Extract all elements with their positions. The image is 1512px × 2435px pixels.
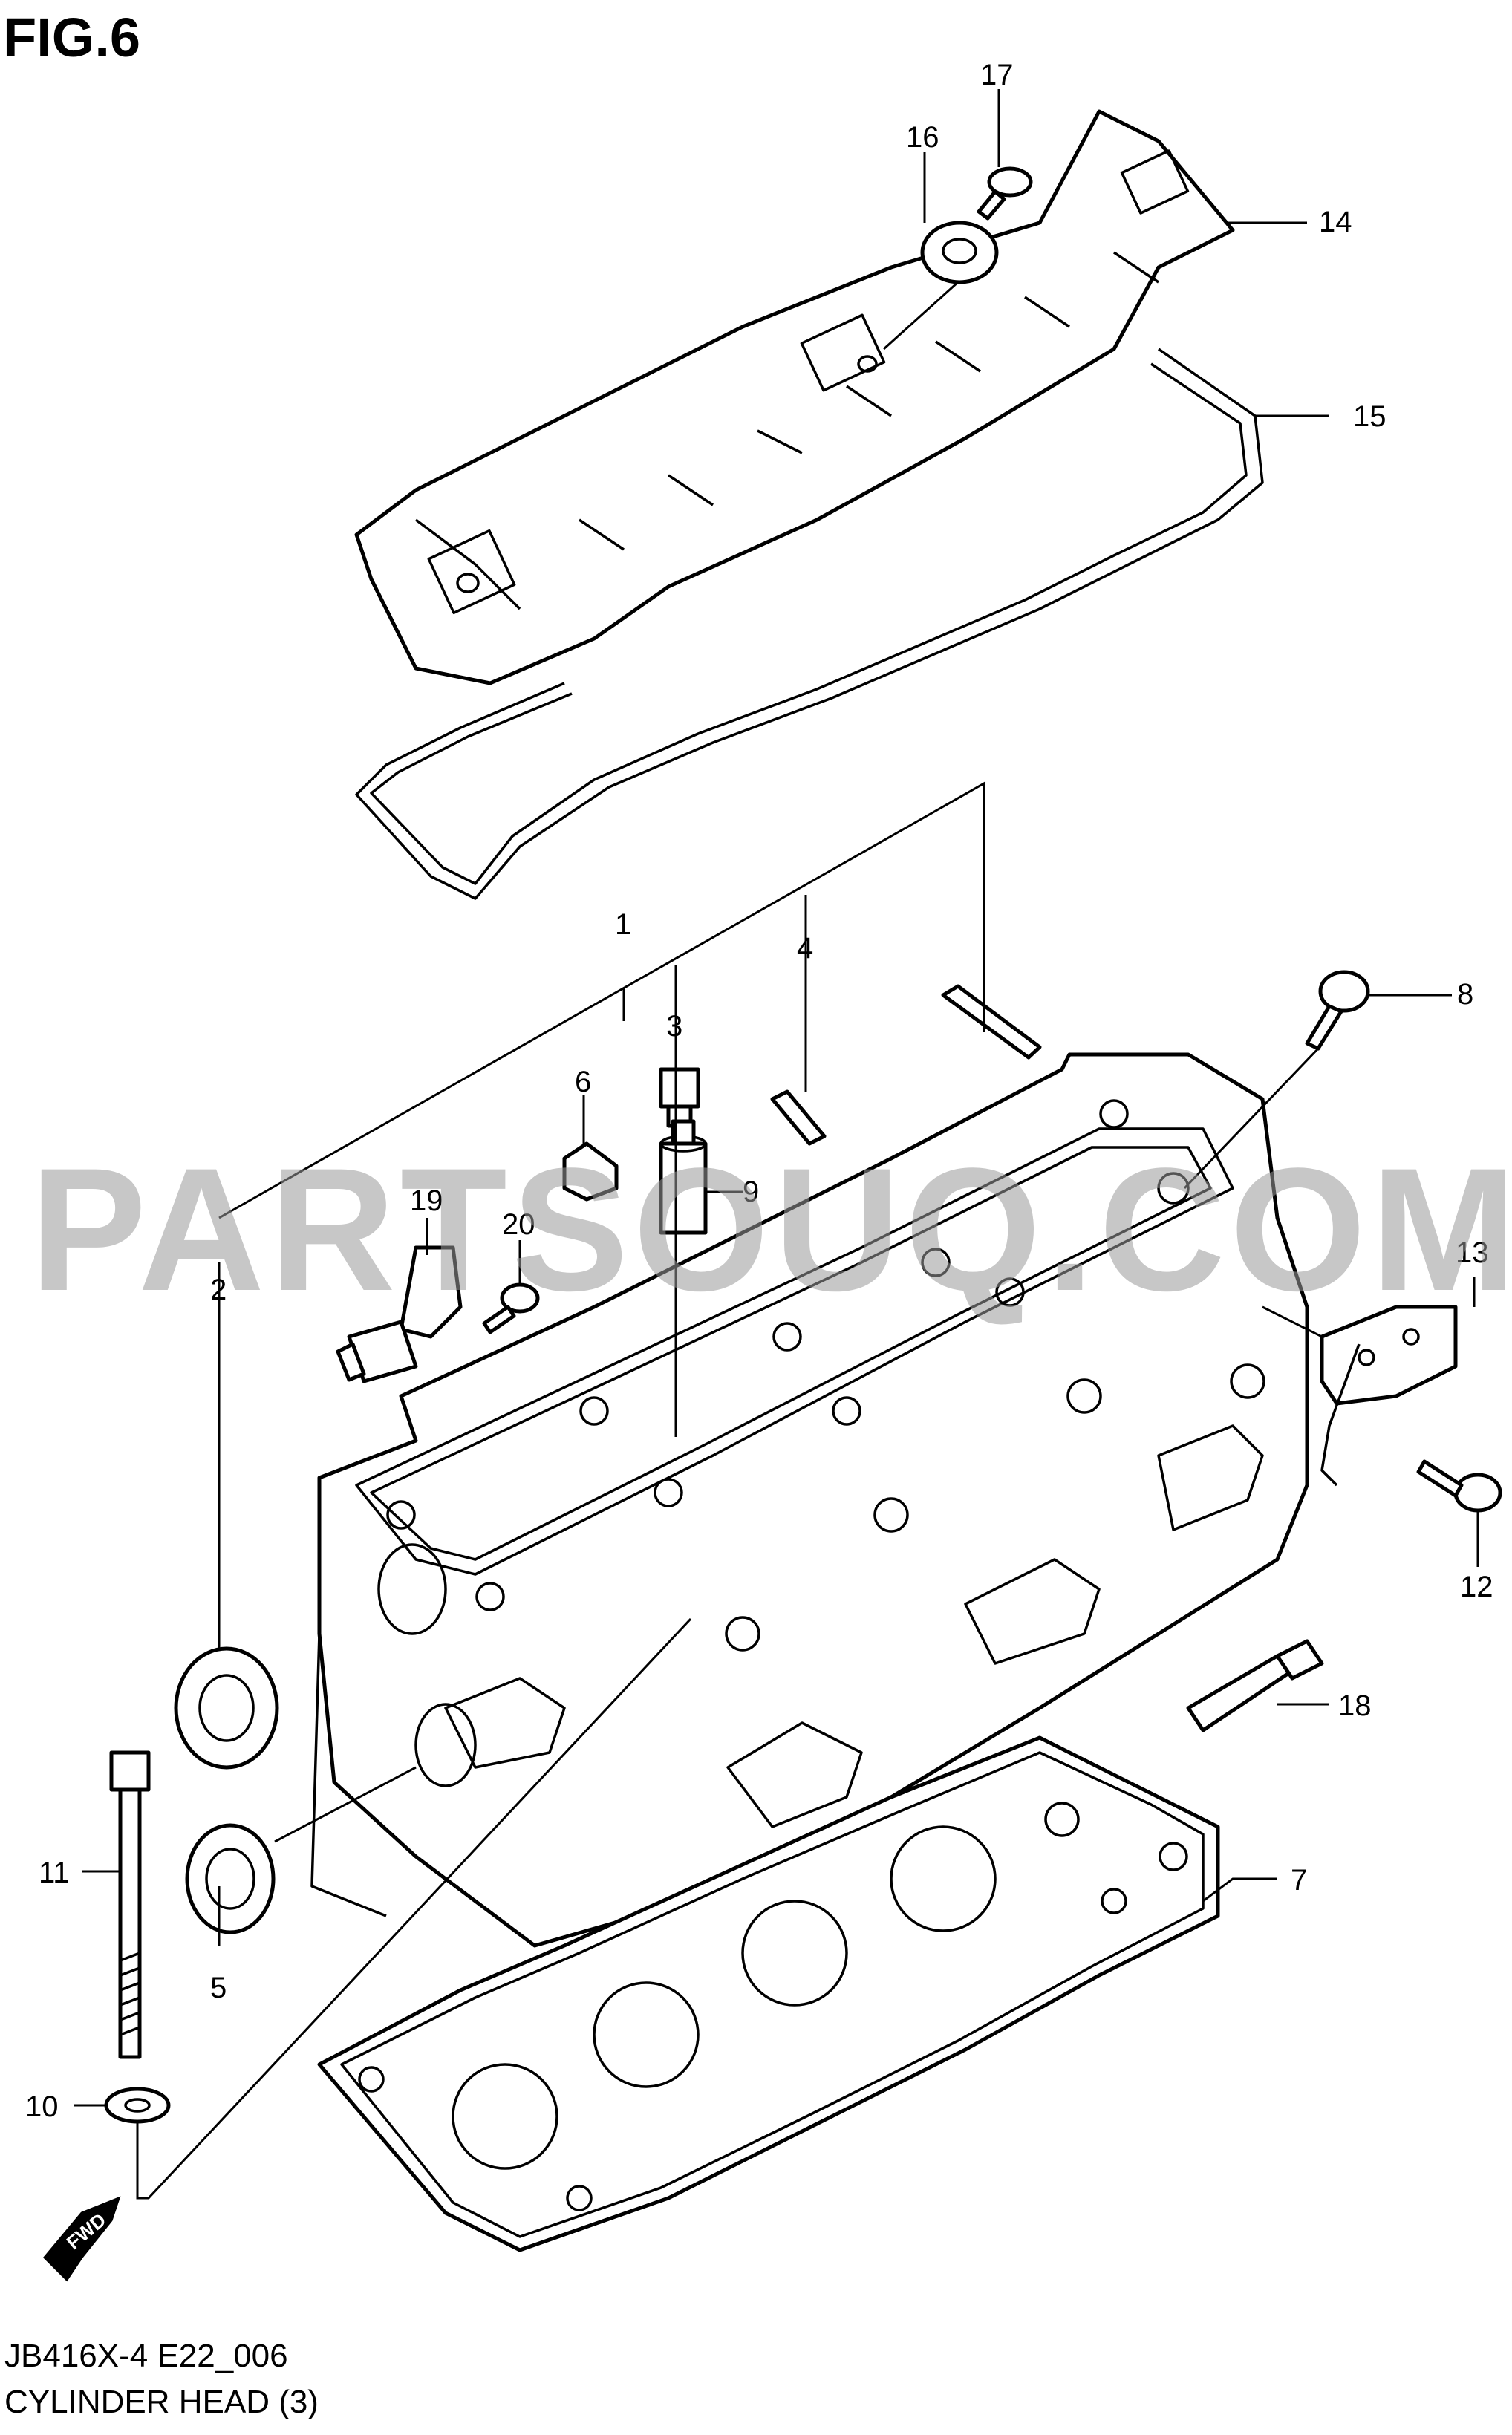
washer-part-10[interactable] [104,2087,171,2124]
callout-14: 14 [1319,206,1352,238]
valve-cover-part-14[interactable] [354,109,1235,685]
figure-code: JB416X-4 E22_006 [4,2338,288,2374]
callout-9: 9 [743,1176,759,1208]
callout-4: 4 [797,932,813,965]
callout-11: 11 [39,1857,70,1889]
bracket-part-13[interactable] [1320,1305,1458,1487]
callout-7: 7 [1291,1864,1307,1897]
grommet-part-16[interactable] [920,221,999,284]
cap-part-3[interactable] [659,1067,700,1128]
fwd-arrow-icon: FWD [42,2196,121,2282]
callout-17: 17 [980,59,1014,91]
cover-gasket-part-15[interactable] [355,348,1264,900]
glow-plug-part-18[interactable] [1186,1639,1324,1732]
bolt-part-12[interactable] [1416,1459,1502,1513]
figure-name: CYLINDER HEAD (3) [4,2384,319,2420]
bolt-part-8[interactable] [1305,970,1370,1051]
plug-part-6[interactable] [562,1141,619,1202]
head-bolt-part-11[interactable] [109,1750,151,2059]
oil-seal-part-5[interactable] [185,1823,276,1934]
cylinder-head-part-1[interactable] [310,1052,1309,1948]
callout-10: 10 [25,2090,59,2123]
callout-20: 20 [502,1208,535,1241]
head-gasket-part-7[interactable] [317,1735,1220,2252]
callout-8: 8 [1457,978,1473,1011]
bolt-part-20[interactable] [482,1282,540,1334]
callout-15: 15 [1353,400,1386,433]
tappet-part-9[interactable] [659,1119,708,1235]
callout-19: 19 [410,1184,443,1217]
callout-3: 3 [666,1010,682,1043]
stud-upper[interactable] [941,984,1042,1060]
callout-18: 18 [1338,1689,1372,1722]
callout-16: 16 [906,121,939,154]
callout-2: 2 [210,1274,227,1306]
screw-part-17[interactable] [977,166,1033,221]
stud-part-4[interactable] [770,1089,827,1146]
callout-12: 12 [1460,1571,1493,1603]
figure-title: FIG.6 [3,7,141,68]
callout-labels: 1 2 3 4 5 6 7 8 9 10 11 12 13 14 15 16 1… [25,59,1493,2123]
leader-lines [74,89,1479,2200]
sensor-part-19[interactable] [336,1245,463,1383]
callout-6: 6 [575,1066,591,1098]
oil-seal-part-2[interactable] [174,1646,279,1770]
callout-5: 5 [210,1972,227,2004]
callout-1: 1 [615,908,631,941]
callout-13: 13 [1456,1236,1489,1269]
